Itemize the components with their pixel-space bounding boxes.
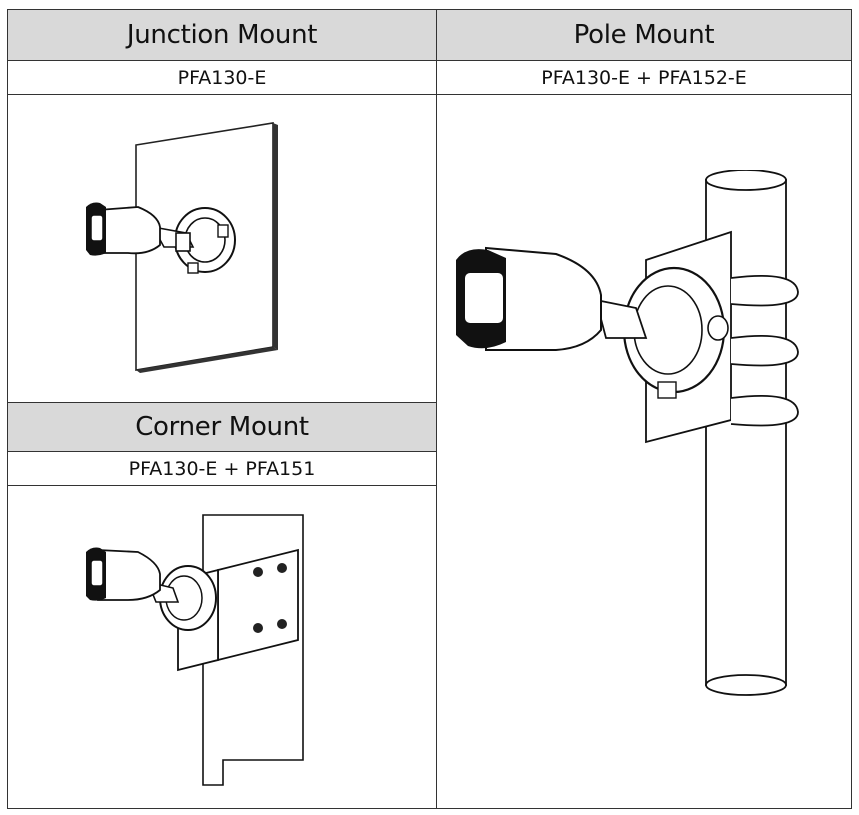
corner-mount-title: Corner Mount: [8, 403, 436, 451]
junction-mount-model: PFA130-E: [8, 61, 436, 94]
corner-mount-illustration: [68, 510, 328, 800]
junction-mount-title: Junction Mount: [8, 10, 436, 60]
pole-mount-model: PFA130-E + PFA152-E: [437, 61, 851, 94]
corner-mount-model: PFA130-E + PFA151: [8, 452, 436, 485]
mount-table: Junction Mount Pole Mount PFA130-E PFA13…: [7, 9, 852, 809]
pole-mount-illustration: [446, 170, 806, 710]
junction-mount-illustration: [68, 115, 288, 380]
pole-mount-title: Pole Mount: [437, 10, 851, 60]
